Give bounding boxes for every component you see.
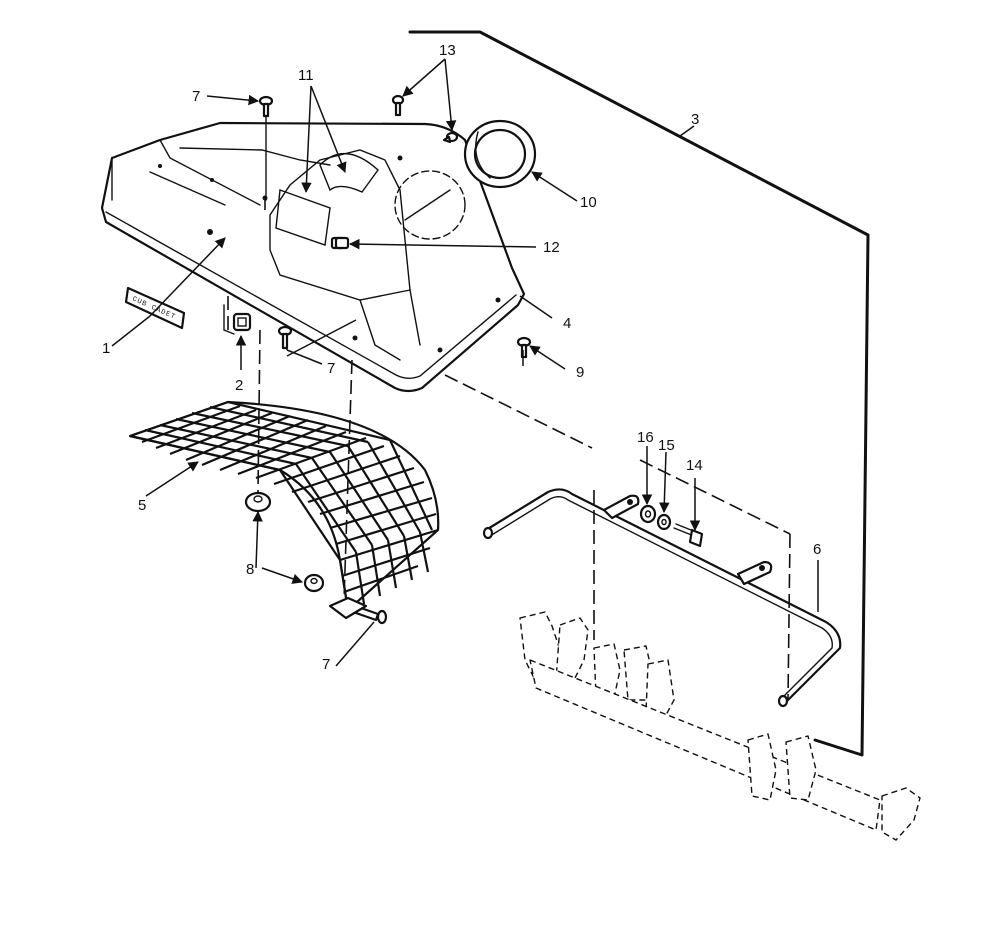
assembly-bracket-line xyxy=(408,30,870,757)
callout-14: 14 xyxy=(686,457,703,474)
screw-9 xyxy=(516,336,532,359)
callout-4: 4 xyxy=(563,315,571,332)
callout-1: 1 xyxy=(102,340,110,357)
callout-15: 15 xyxy=(658,437,675,454)
callout-3: 3 xyxy=(691,111,699,128)
callout-7-bottom: 7 xyxy=(322,656,330,673)
washer-16 xyxy=(639,504,657,524)
screen-mesh xyxy=(128,400,440,620)
emblem: CUB CADET xyxy=(124,286,186,330)
callout-10: 10 xyxy=(580,194,597,211)
callout-7-middle: 7 xyxy=(327,360,335,377)
spacer-8-upper xyxy=(244,491,272,513)
callout-8: 8 xyxy=(246,561,254,578)
callout-5: 5 xyxy=(138,497,146,514)
callout-13: 13 xyxy=(439,42,456,59)
screw-13-upper xyxy=(391,94,405,117)
spacer-8-lower xyxy=(303,573,325,593)
callout-7-top: 7 xyxy=(192,88,200,105)
screw-13-lower xyxy=(442,131,459,144)
lock-washer-15 xyxy=(656,513,672,531)
clip-12 xyxy=(334,236,350,250)
callout-11: 11 xyxy=(298,67,314,84)
leader-lines xyxy=(111,58,819,667)
grille-housing xyxy=(100,121,526,393)
mount-bracket-lower xyxy=(736,560,773,586)
callout-2: 2 xyxy=(235,377,243,394)
screw-7-middle xyxy=(277,325,293,350)
frame-ghost xyxy=(519,611,921,841)
grommet-ring xyxy=(463,119,537,189)
mount-bracket-upper xyxy=(602,494,640,520)
screw-7-top xyxy=(258,95,274,201)
callout-12: 12 xyxy=(543,239,560,256)
bolt-14 xyxy=(673,523,704,548)
clip-nut xyxy=(223,304,252,335)
support-rod xyxy=(482,488,842,708)
callout-6: 6 xyxy=(813,541,821,558)
callout-16: 16 xyxy=(637,429,654,446)
callout-9: 9 xyxy=(576,364,584,381)
